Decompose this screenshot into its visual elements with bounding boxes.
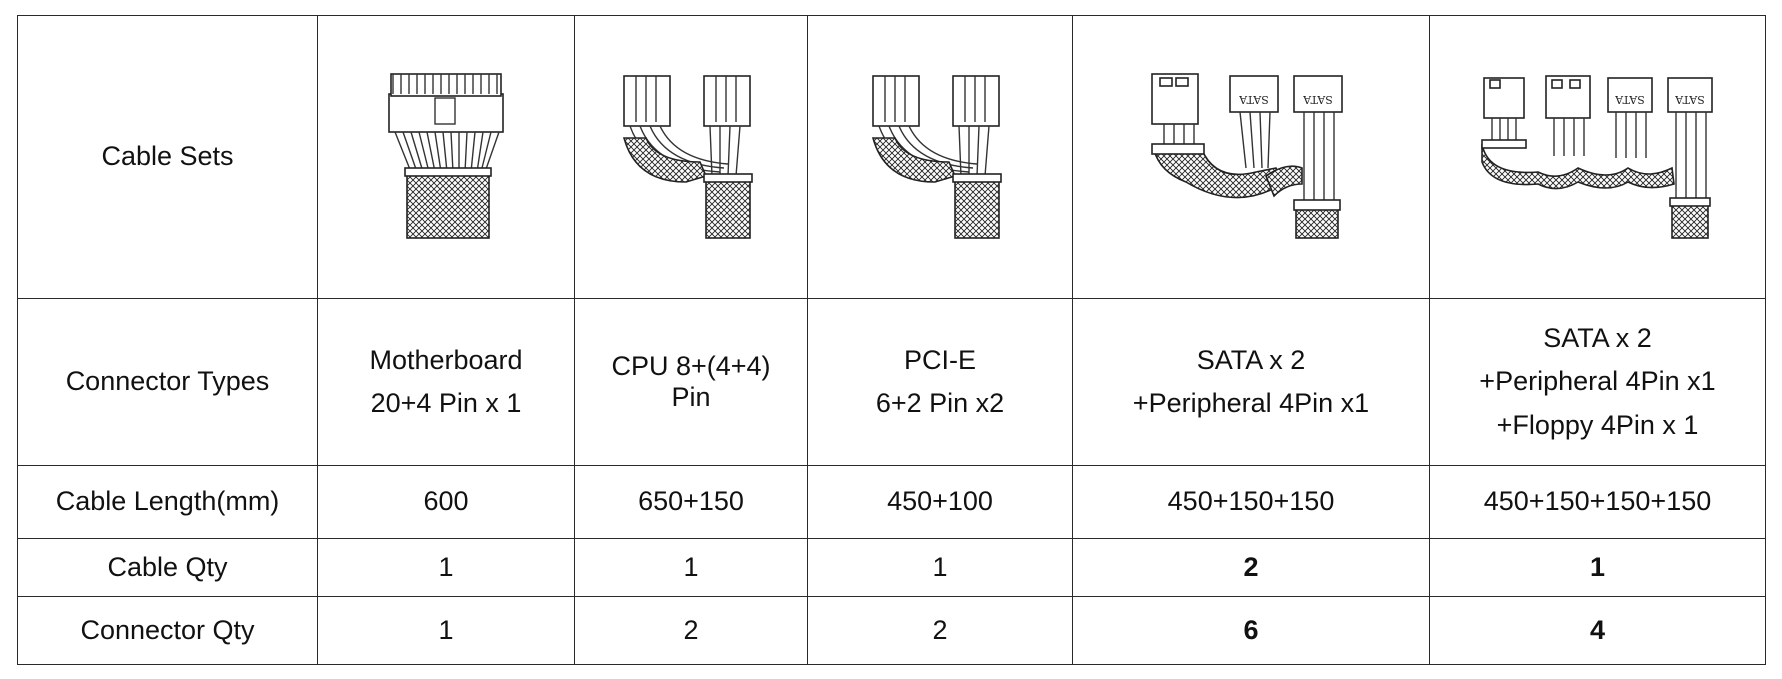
connector-type-cell: Motherboard 20+4 Pin x 1 <box>317 298 575 466</box>
connector-type-line: CPU 8+(4+4) <box>611 350 771 381</box>
connector-type-line: Motherboard <box>369 344 523 375</box>
cable-qty-cell: 1 <box>1429 538 1766 597</box>
cable-length-cell: 450+150+150+150 <box>1429 465 1766 539</box>
sata-label: SATA <box>1238 93 1269 106</box>
cable-sets-row: Cable Sets <box>17 15 1766 299</box>
pcie-cable-icon <box>871 75 1002 239</box>
cable-image-cell <box>574 15 808 299</box>
connector-type-line: SATA x 2 <box>1543 323 1652 354</box>
connector-qty-cell: 6 <box>1072 596 1430 665</box>
cable-image-cell <box>807 15 1073 299</box>
cable-length-row: Cable Length(mm) 600 650+150 450+100 450… <box>17 465 1766 539</box>
atx-24pin-cable-icon <box>388 73 504 239</box>
connector-type-cell: SATA x 2 +Peripheral 4Pin x1 +Floppy 4Pi… <box>1429 298 1766 466</box>
connector-qty-row: Connector Qty 1 2 2 6 4 <box>17 596 1766 665</box>
row-header-connector-qty: Connector Qty <box>17 596 318 665</box>
row-header-cable-length: Cable Length(mm) <box>17 465 318 539</box>
cable-image-cell <box>317 15 575 299</box>
sata-peripheral-floppy-cable-icon: SATA SATA <box>1480 75 1713 239</box>
connector-qty-cell: 2 <box>574 596 808 665</box>
cable-spec-table: Cable Sets <box>17 15 1766 665</box>
cable-qty-cell: 2 <box>1072 538 1430 597</box>
connector-type-cell: CPU 8+(4+4) Pin <box>574 298 808 466</box>
connector-type-line: +Peripheral 4Pin x1 <box>1479 366 1716 397</box>
row-header-cable-sets: Cable Sets <box>17 15 318 299</box>
connector-type-line: +Peripheral 4Pin x1 <box>1132 388 1370 418</box>
cable-qty-cell: 1 <box>317 538 575 597</box>
connector-type-line: PCI-E <box>903 344 976 375</box>
cable-image-cell: SATA SATA <box>1429 15 1766 299</box>
row-header-cable-qty: Cable Qty <box>17 538 318 597</box>
sata-peripheral-cable-icon: SATA SATA <box>1151 73 1343 239</box>
connector-type-line: +Floppy 4Pin x 1 <box>1496 409 1699 440</box>
connector-type-line: Pin <box>671 382 711 412</box>
cable-length-cell: 450+100 <box>807 465 1073 539</box>
connector-type-line: SATA x 2 <box>1196 344 1306 375</box>
cable-length-cell: 650+150 <box>574 465 808 539</box>
connector-type-line: 6+2 Pin x2 <box>875 388 1005 418</box>
sata-label: SATA <box>1674 93 1705 106</box>
cpu-8pin-cable-icon <box>622 75 753 239</box>
connector-type-line: 20+4 Pin x 1 <box>370 388 522 418</box>
row-header-connector-types: Connector Types <box>17 298 318 466</box>
cable-qty-cell: 1 <box>574 538 808 597</box>
connector-type-cell: SATA x 2 +Peripheral 4Pin x1 <box>1072 298 1430 466</box>
connector-types-row: Connector Types Motherboard 20+4 Pin x 1… <box>17 298 1766 466</box>
connector-type-cell: PCI-E 6+2 Pin x2 <box>807 298 1073 466</box>
sata-label: SATA <box>1614 93 1645 106</box>
cable-length-cell: 450+150+150 <box>1072 465 1430 539</box>
sata-label: SATA <box>1302 93 1333 106</box>
cable-image-cell: SATA SATA <box>1072 15 1430 299</box>
cable-qty-cell: 1 <box>807 538 1073 597</box>
cable-length-cell: 600 <box>317 465 575 539</box>
connector-qty-cell: 4 <box>1429 596 1766 665</box>
cable-qty-row: Cable Qty 1 1 1 2 1 <box>17 538 1766 597</box>
connector-qty-cell: 1 <box>317 596 575 665</box>
connector-qty-cell: 2 <box>807 596 1073 665</box>
